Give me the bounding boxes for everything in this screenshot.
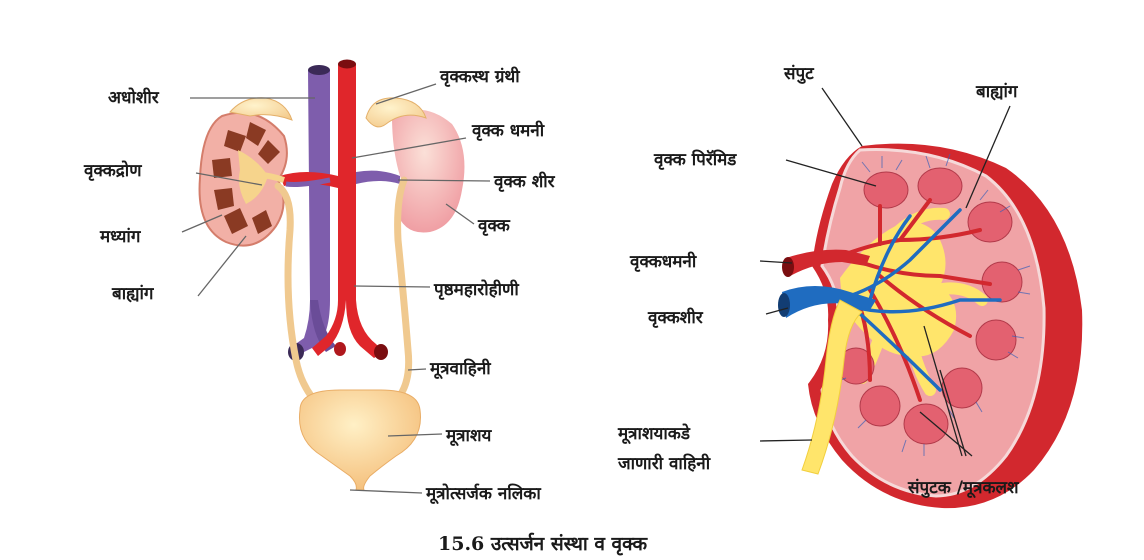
ureter bbox=[801, 299, 863, 475]
label-ureter-right-line1: मूत्राशयाकडे bbox=[618, 424, 690, 444]
label-adrenal-gland: वृक्कस्थ ग्रंथी bbox=[440, 67, 520, 87]
label-aorta: पृष्ठमहारोहीणी bbox=[434, 280, 519, 300]
left-renal-vessels bbox=[280, 172, 338, 188]
kidney-right bbox=[392, 109, 465, 233]
cortex-capillaries bbox=[835, 153, 1031, 456]
right-leader-lines bbox=[759, 87, 1011, 457]
kidney-section-diagram bbox=[778, 143, 1083, 509]
vein-branches bbox=[834, 208, 1002, 392]
ureter-right bbox=[388, 176, 413, 408]
label-renal-vein-left: वृक्क शीर bbox=[494, 172, 555, 192]
label-urethra: मूत्रोत्सर्जक नलिका bbox=[426, 484, 541, 504]
label-cortex-left: बाह्यांग bbox=[112, 284, 154, 304]
left-leader-lines bbox=[181, 83, 491, 494]
vena-cava bbox=[288, 65, 336, 361]
label-cortex-right: बाह्यांग bbox=[976, 82, 1018, 102]
label-renal-pelvis: वृक्कद्रोण bbox=[84, 161, 142, 181]
kidney-cross-section bbox=[198, 111, 288, 247]
label-ureter: मूत्रवाहिनी bbox=[430, 359, 491, 379]
right-renal-vessels bbox=[356, 170, 400, 184]
label-bladder: मूत्राशय bbox=[446, 426, 492, 446]
label-calyx: संपुटक /मूत्रकलश bbox=[908, 478, 1019, 498]
figure-caption: 15.6 उत्सर्जन संस्था व वृक्क bbox=[438, 533, 648, 555]
ureter-left bbox=[274, 182, 326, 412]
label-kidney: वृक्क bbox=[478, 216, 510, 236]
label-capsule: संपुट bbox=[784, 64, 814, 84]
renal-vein-trunk bbox=[782, 286, 876, 318]
label-medulla: मध्यांग bbox=[100, 227, 141, 247]
aorta bbox=[312, 59, 388, 360]
label-renal-vein-right: वृक्कशीर bbox=[648, 308, 703, 328]
adrenal-gland-right bbox=[365, 97, 427, 128]
label-ureter-right-line2: जाणारी वाहिनी bbox=[618, 454, 711, 474]
label-pyramid: वृक्क पिरॅमिड bbox=[654, 150, 737, 170]
renal-pyramids bbox=[837, 167, 1023, 445]
label-renal-artery-right: वृक्कधमनी bbox=[630, 252, 697, 272]
bladder bbox=[298, 389, 421, 491]
label-vena-cava: अधोशीर bbox=[108, 88, 159, 108]
adrenal-gland-left bbox=[229, 97, 293, 121]
renal-artery-trunk bbox=[786, 249, 870, 276]
label-renal-artery-left: वृक्क धमनी bbox=[472, 121, 545, 141]
urinary-system-diagram bbox=[198, 59, 465, 491]
